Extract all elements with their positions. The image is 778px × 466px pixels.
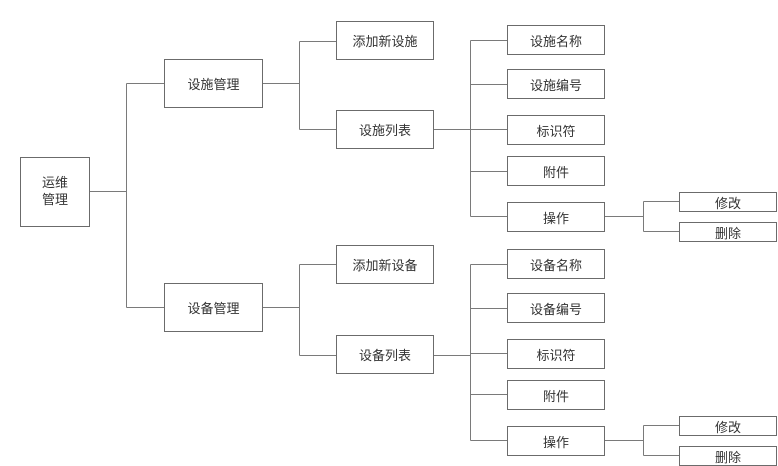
facility-number-node: 设施编号	[507, 69, 605, 99]
equipment-list-node: 设备列表	[336, 335, 434, 374]
facility-name-node: 设施名称	[507, 25, 605, 55]
facility-management-node: 设施管理	[164, 59, 263, 108]
equipment-operation-node: 操作	[507, 426, 605, 456]
add-equipment-node: 添加新设备	[336, 245, 434, 284]
facility-operation-node: 操作	[507, 202, 605, 232]
equipment-attachment-node: 附件	[507, 380, 605, 410]
facility-attachment-node: 附件	[507, 156, 605, 186]
facility-identifier-node: 标识符	[507, 115, 605, 145]
root-node: 运维 管理	[20, 157, 90, 227]
facility-list-node: 设施列表	[336, 110, 434, 149]
equipment-edit-node: 修改	[679, 416, 777, 436]
add-facility-node: 添加新设施	[336, 21, 434, 60]
equipment-number-node: 设备编号	[507, 293, 605, 323]
facility-delete-node: 删除	[679, 222, 777, 242]
equipment-identifier-node: 标识符	[507, 339, 605, 369]
facility-edit-node: 修改	[679, 192, 777, 212]
equipment-name-node: 设备名称	[507, 249, 605, 279]
equipment-delete-node: 删除	[679, 446, 777, 466]
equipment-management-node: 设备管理	[164, 283, 263, 332]
